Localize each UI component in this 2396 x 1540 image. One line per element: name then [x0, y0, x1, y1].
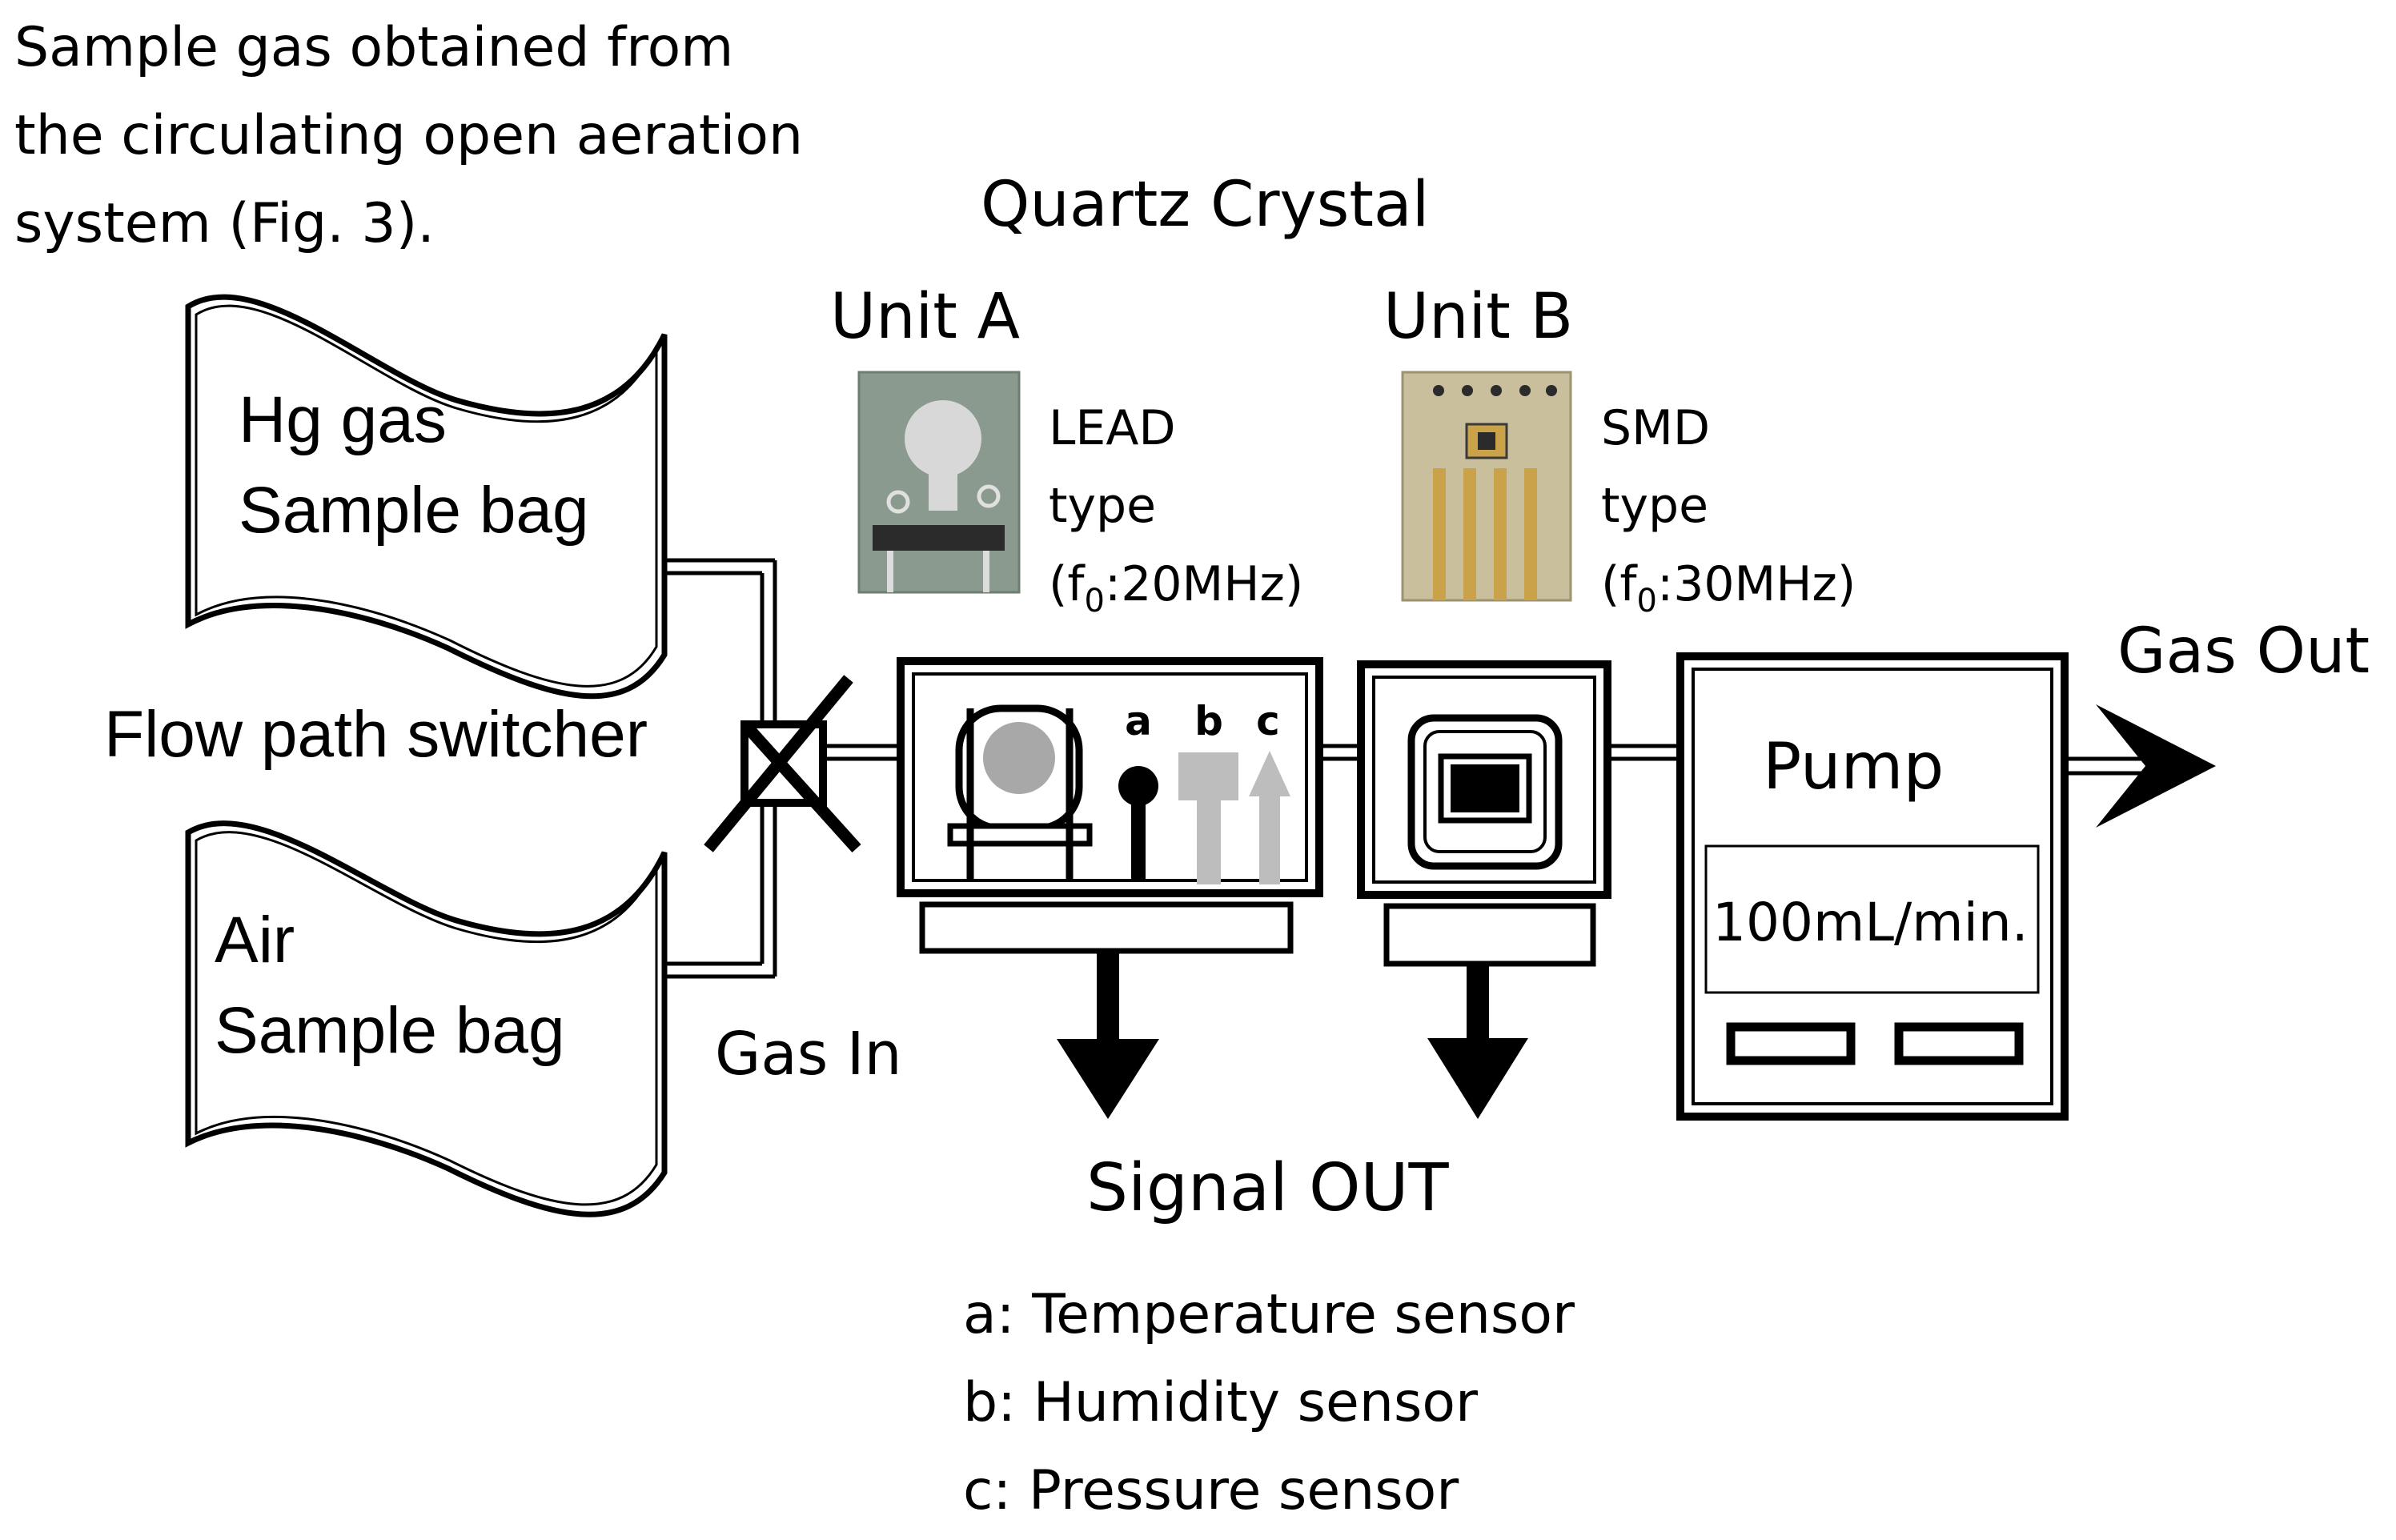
unit-b-type-line1: SMD: [1601, 400, 1710, 456]
legend-item-temperature: a: Temperature sensor: [963, 1283, 1575, 1346]
lead-crystal-icon: [947, 704, 1093, 882]
gas-out-arrow: [2096, 704, 2216, 828]
unit-b-signal-arrow: [1427, 964, 1528, 1119]
air-sample-bag: [185, 820, 668, 1217]
pump-title: Pump: [1763, 729, 1944, 804]
flow-path-switcher: [704, 675, 861, 853]
sensor-letter-a: a: [1125, 698, 1152, 744]
source-note-line-2: the circulating open aeration: [14, 104, 803, 167]
smd-crystal-icon: [1407, 714, 1563, 870]
humidity-sensor-icon: [1178, 752, 1238, 884]
unit-a-type-line2: type: [1049, 478, 1156, 534]
quartz-crystal-title: Quartz Crystal: [981, 169, 1429, 241]
pressure-sensor-icon: [1249, 751, 1290, 884]
temperature-sensor-icon: [1118, 766, 1158, 882]
signal-out-label: Signal OUT: [1086, 1150, 1450, 1226]
unit-b-photo: [1401, 371, 1572, 602]
unit-a-title: Unit A: [830, 281, 1020, 353]
source-note-line-3: system (Fig. 3).: [14, 192, 435, 255]
flow-path-switcher-label: Flow path switcher: [104, 698, 648, 771]
gas-out-label: Gas Out: [2117, 616, 2370, 688]
source-note-line-1: Sample gas obtained from: [14, 16, 733, 79]
unit-a-photo: [857, 371, 1021, 594]
unit-a-type-line1: LEAD: [1049, 400, 1176, 456]
legend-item-humidity: b: Humidity sensor: [963, 1371, 1478, 1434]
hg-bag-label-line1: Hg gas: [239, 383, 447, 456]
sensor-legend: a: Temperature sensor b: Humidity sensor…: [963, 1283, 1575, 1522]
unit-b-title: Unit B: [1383, 281, 1573, 353]
air-bag-label-line2: Sample bag: [215, 994, 565, 1067]
unit-a-frequency: (f0:20MHz): [1049, 556, 1303, 620]
pump-button-right: [1894, 1022, 2024, 1065]
pump-flow-rate: 100mL/min.: [1712, 892, 2029, 953]
air-bag-label-line1: Air: [215, 904, 295, 977]
unit-a-signal-block: [919, 901, 1294, 954]
source-note: Sample gas obtained from the circulating…: [14, 16, 803, 255]
pump-box: [1676, 652, 2069, 1121]
unit-b-type-line2: type: [1601, 478, 1708, 534]
unit-a-box: a b c: [897, 657, 1323, 897]
hg-gas-sample-bag: [185, 294, 668, 700]
sensor-letter-b: b: [1194, 698, 1223, 744]
unit-b-signal-block: [1383, 903, 1596, 967]
unit-b-box: [1357, 660, 1611, 899]
sensor-letter-c: c: [1256, 698, 1280, 744]
gas-in-label: Gas In: [715, 1020, 902, 1089]
pump-button-left: [1726, 1022, 1856, 1065]
unit-a-signal-arrow: [1057, 951, 1159, 1119]
unit-b-frequency: (f0:30MHz): [1601, 556, 1856, 620]
pump-display: [1704, 844, 2040, 994]
hg-bag-label-line2: Sample bag: [239, 474, 589, 547]
legend-item-pressure: c: Pressure sensor: [963, 1459, 1459, 1522]
